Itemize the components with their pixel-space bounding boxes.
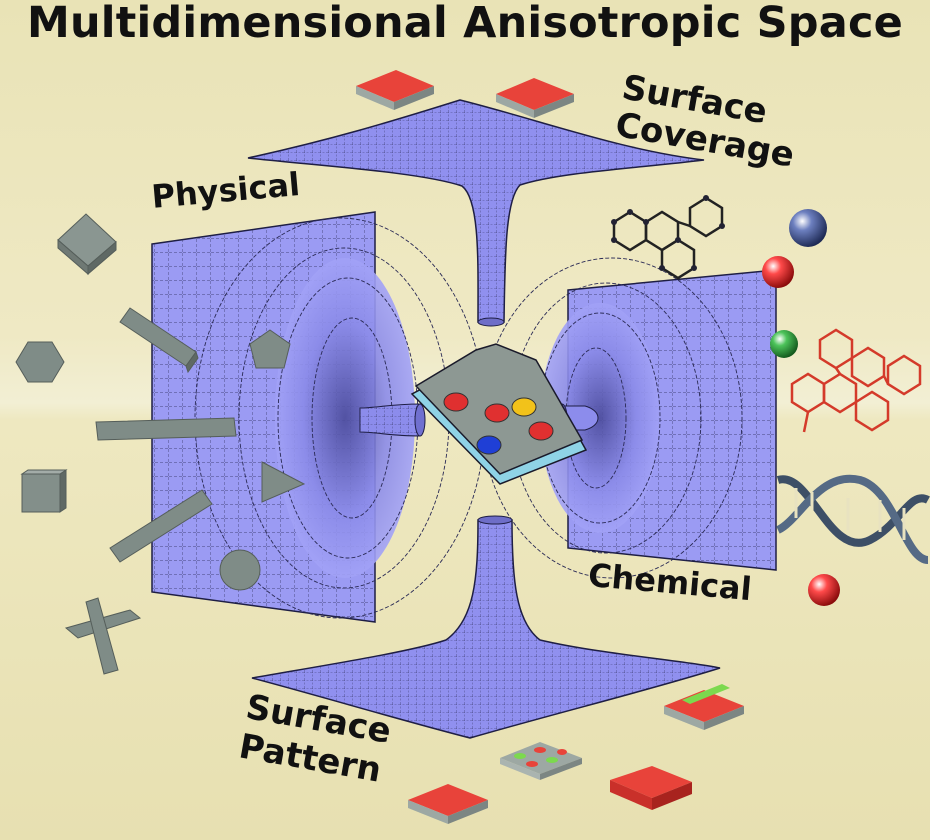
red-molecule — [790, 328, 922, 433]
physical-panel — [151, 211, 486, 623]
pattern-chips — [408, 684, 744, 824]
red-dot — [443, 392, 469, 412]
blue-sphere — [789, 209, 827, 247]
red-sphere — [808, 574, 840, 606]
red-dot — [484, 403, 510, 423]
red-dot — [528, 421, 554, 441]
coverage-funnel — [247, 99, 705, 327]
dark-molecule — [611, 195, 725, 280]
green-sphere — [770, 330, 798, 358]
physical-shapes — [15, 213, 306, 675]
dna-helix — [775, 474, 930, 564]
pentagon-shape — [249, 329, 291, 369]
figure-title: Multidimensional Anisotropic Space — [26, 0, 904, 48]
circle-shape — [219, 549, 261, 591]
yellow-dot — [511, 397, 537, 417]
rod-shape — [109, 489, 213, 563]
triangle-shape — [261, 461, 306, 503]
hexagon-shape — [15, 341, 65, 383]
cross-shape — [64, 597, 142, 675]
substrate — [410, 343, 588, 485]
coverage-chips — [356, 70, 574, 118]
rod-shape — [119, 307, 199, 374]
blue-dot — [476, 435, 502, 455]
red-sphere — [762, 256, 794, 288]
pattern-funnel — [251, 515, 721, 739]
rod-shape — [95, 417, 237, 441]
chemical-panel — [481, 257, 777, 579]
diamond-shape — [57, 213, 117, 276]
square-shape — [20, 469, 68, 513]
